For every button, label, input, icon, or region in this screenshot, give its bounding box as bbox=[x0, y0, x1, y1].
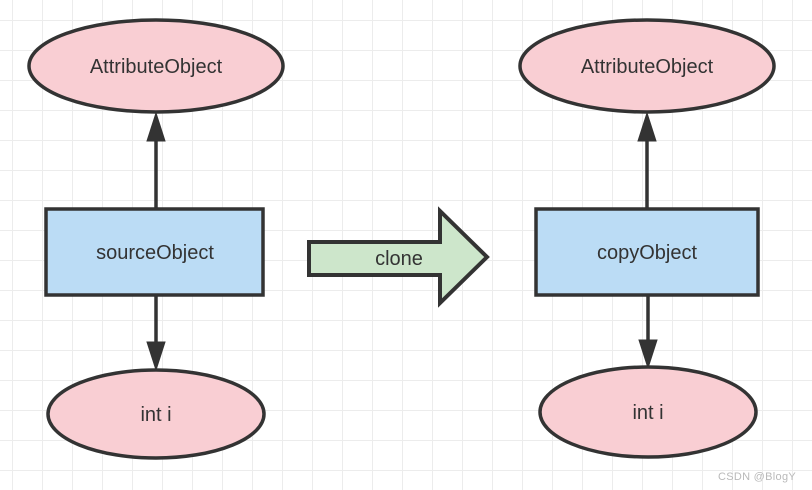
copy-object-label: copyObject bbox=[597, 242, 697, 264]
attribute-object-label-left: AttributeObject bbox=[90, 56, 223, 78]
arrow-up-left-head bbox=[146, 111, 166, 142]
watermark: CSDN @BlogY bbox=[717, 471, 796, 483]
source-object-label: sourceObject bbox=[96, 242, 214, 264]
source-object-rect bbox=[44, 207, 265, 297]
int-i-ellipse-right bbox=[538, 365, 758, 459]
arrow-up-right-head bbox=[637, 111, 657, 142]
copy-object-rect bbox=[534, 207, 760, 297]
clone-block-arrow bbox=[307, 206, 490, 308]
int-i-label-right: int i bbox=[632, 402, 663, 424]
clone-label: clone bbox=[375, 248, 423, 270]
attribute-object-label-right: AttributeObject bbox=[581, 56, 714, 78]
arrow-down-right-head bbox=[638, 339, 658, 370]
int-i-label-left: int i bbox=[140, 404, 171, 426]
arrow-down-left-head bbox=[146, 341, 166, 372]
int-i-ellipse-left bbox=[46, 368, 266, 460]
